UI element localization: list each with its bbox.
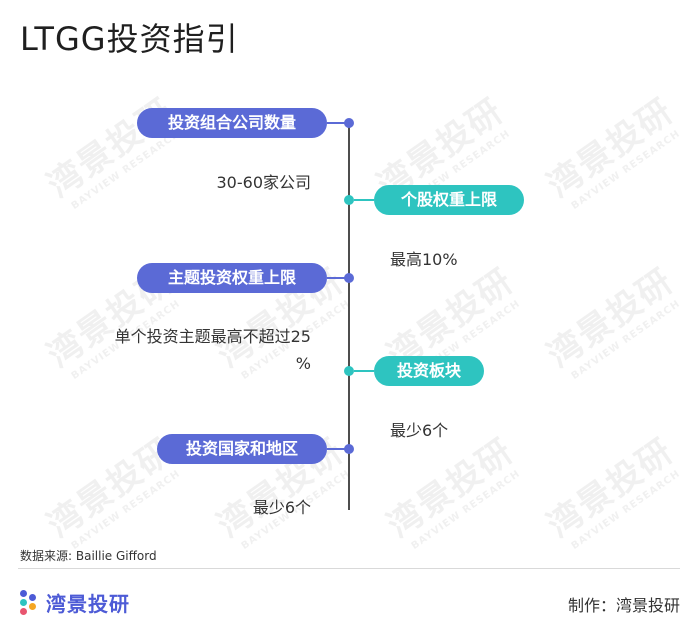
connector — [354, 370, 374, 372]
timeline-dot — [344, 273, 354, 283]
connector — [327, 122, 347, 124]
brand-logo: 湾景投研 — [20, 588, 130, 617]
connector — [354, 199, 374, 201]
timeline-dot — [344, 444, 354, 454]
guideline-value-continued: % — [295, 354, 311, 373]
timeline-axis — [348, 120, 350, 510]
logo-mark-icon — [20, 589, 40, 616]
page-title: LTGG投资指引 — [20, 20, 239, 58]
guideline-value: 最少6个 — [390, 421, 449, 440]
guideline-label: 投资国家和地区 — [157, 434, 327, 464]
maker-credit: 制作：湾景投研 — [567, 596, 680, 615]
timeline-dot — [344, 366, 354, 376]
guideline-label: 投资板块 — [374, 356, 484, 386]
logo-text: 湾景投研 — [46, 592, 130, 616]
guideline-value: 最少6个 — [252, 498, 311, 517]
guideline-label: 个股权重上限 — [374, 185, 524, 215]
guideline-label: 投资组合公司数量 — [137, 108, 327, 138]
connector — [327, 448, 347, 450]
guideline-value: 30-60家公司 — [216, 173, 312, 192]
guideline-value: 单个投资主题最高不超过25 — [114, 327, 311, 346]
timeline-dot — [344, 195, 354, 205]
footer-divider — [18, 568, 680, 569]
guideline-label: 主题投资权重上限 — [137, 263, 327, 293]
data-source: 数据来源: Baillie Gifford — [20, 549, 157, 563]
connector — [327, 277, 347, 279]
guideline-value: 最高10% — [390, 250, 458, 269]
timeline-dot — [344, 118, 354, 128]
